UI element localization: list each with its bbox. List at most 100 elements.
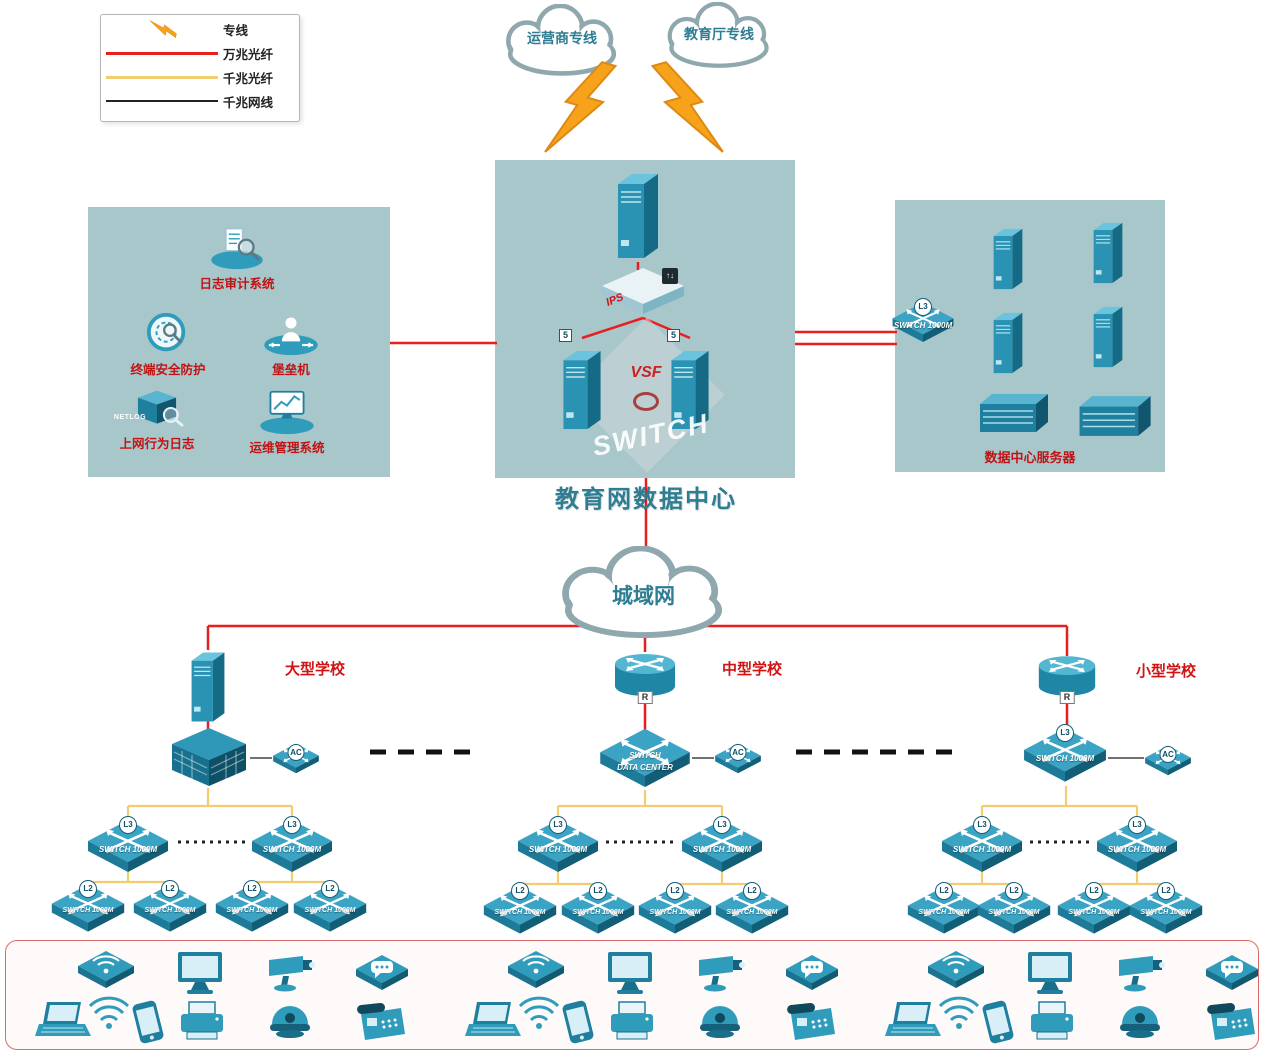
firewall-icon (168, 726, 250, 790)
school-small-label: 小型学校 (1136, 663, 1197, 680)
l3-switch[interactable]: L3 SWITCH 1000M (86, 816, 170, 876)
wireless-ap-icon[interactable] (507, 950, 565, 992)
ip-camera-icon[interactable] (693, 952, 749, 994)
ac-badge: AC (287, 744, 305, 761)
dome-camera-icon[interactable] (697, 1000, 743, 1040)
laptop-icon[interactable] (35, 1000, 91, 1042)
medium-school-ac-controller[interactable]: AC (714, 740, 762, 778)
large-school-ac-controller[interactable]: AC (272, 740, 320, 778)
legend-item: 专线 (101, 17, 299, 41)
ip-camera-icon[interactable] (263, 952, 319, 994)
l3-switch[interactable]: L3 SWITCH 1000M (516, 816, 600, 876)
desktop-pc-icon[interactable] (605, 950, 655, 996)
datacenter-core-switch[interactable]: L3 SWITCH 1000M (891, 298, 955, 346)
carrier-line-cloud[interactable]: 运营商专线 (486, 4, 638, 78)
medium-school-core-switch[interactable]: SWITCH DATA CENTER (598, 726, 692, 792)
l3-switch[interactable]: L3 SWITCH 1000M (940, 816, 1024, 876)
legend-label: 万兆光纤 (223, 47, 274, 62)
legend-label: 千兆光纤 (223, 71, 274, 86)
datacenter-title: 教育网数据中心 (555, 487, 737, 513)
voip-phone-icon[interactable] (355, 1002, 407, 1042)
l2-switch[interactable]: L2 SWITCH 1000M (976, 882, 1052, 938)
switch-badge: L2 (1085, 882, 1103, 900)
smartphone-icon[interactable] (976, 997, 1020, 1048)
desktop-pc-icon[interactable] (1025, 950, 1075, 996)
l2-switch[interactable]: L2 SWITCH 1000M (1056, 882, 1132, 938)
ips-appliance[interactable]: IPS ↑↓ (600, 266, 686, 318)
l2-switch[interactable]: L2 SWITCH 1000M (637, 882, 713, 938)
printer-icon[interactable] (607, 1000, 657, 1042)
l2-switch[interactable]: L2 SWITCH 1000M (1128, 882, 1204, 938)
l2-switch[interactable]: L2 SWITCH 1000M (906, 882, 982, 938)
switch-label: SWITCH 1000M (1035, 753, 1095, 763)
border-gateway-server[interactable] (610, 170, 666, 262)
router-badge: R (637, 691, 653, 704)
security-system-item[interactable]: 日志审计系统 (182, 225, 292, 292)
l2-switch[interactable]: L2 SWITCH 1000M (714, 882, 790, 938)
legend-line-sample (106, 51, 218, 55)
laptop-icon[interactable] (885, 1000, 941, 1042)
core-switch-stack-member[interactable]: 5 (664, 329, 716, 446)
laptop-icon[interactable] (465, 1000, 521, 1042)
education-line-cloud[interactable]: 教育厅专线 (643, 2, 795, 70)
l2-switch[interactable]: L2 SWITCH 1000M (50, 880, 126, 936)
switch-label: SWITCH 1000M (1068, 908, 1120, 916)
legend-sample-zone (101, 100, 223, 102)
legend-item: 万兆光纤 (101, 41, 299, 65)
switch-label: SWITCH 1000M (98, 844, 158, 854)
1g-fiber-links (86, 786, 1168, 892)
medium-school-router[interactable]: R (612, 650, 678, 704)
legend-sample-zone (101, 14, 223, 44)
printer-icon[interactable] (177, 1000, 227, 1042)
l2-switch[interactable]: L2 SWITCH 1000M (292, 880, 368, 936)
switch-badge: L2 (935, 882, 953, 900)
l3-switch[interactable]: L3 SWITCH 1000M (1095, 816, 1179, 876)
wireless-ap-icon[interactable] (77, 950, 135, 992)
smartphone-icon[interactable] (126, 997, 170, 1048)
im-terminal-icon[interactable] (1205, 954, 1259, 994)
updown-arrows-icon: ↑↓ (662, 268, 678, 284)
ip-camera-icon[interactable] (1113, 952, 1169, 994)
l2-switch[interactable]: L2 SWITCH 1000M (482, 882, 558, 938)
switch-label: SWITCH 1000M (649, 908, 701, 916)
voip-phone-icon[interactable] (1205, 1002, 1257, 1042)
voip-phone-icon[interactable] (785, 1002, 837, 1042)
server-tower-icon (610, 170, 666, 262)
switch-label: SWITCH 1000M (1107, 844, 1167, 854)
wifi-signal-icon[interactable] (87, 996, 131, 1032)
im-terminal-icon[interactable] (355, 954, 409, 994)
small-school-router[interactable]: R (1036, 652, 1098, 704)
im-terminal-icon[interactable] (785, 954, 839, 994)
wifi-signal-icon[interactable] (937, 996, 981, 1032)
switch-badge: L3 (283, 816, 301, 834)
l2-switch[interactable]: L2 SWITCH 1000M (560, 882, 636, 938)
core-switch-stack-member[interactable]: 5 (556, 329, 608, 446)
security-system-item[interactable]: 运维管理系统 (232, 389, 342, 456)
small-school-core-switch[interactable]: L3 SWITCH 1000M (1022, 724, 1108, 786)
dome-camera-icon[interactable] (1117, 1000, 1163, 1040)
l3-switch[interactable]: L3 SWITCH 1000M (680, 816, 764, 876)
switch-label: DATA CENTER (617, 762, 673, 772)
small-school-ac-controller[interactable]: AC (1144, 742, 1192, 780)
cloud-label: 教育厅专线 (684, 26, 754, 42)
large-school-firewall[interactable] (168, 726, 250, 790)
large-school-edge-server[interactable] (185, 648, 231, 726)
wifi-signal-icon[interactable] (517, 996, 561, 1032)
printer-icon[interactable] (1027, 1000, 1077, 1042)
security-system-item[interactable]: 堡垒机 (236, 311, 346, 378)
dome-camera-icon[interactable] (267, 1000, 313, 1040)
l2-switch[interactable]: L2 SWITCH 1000M (132, 880, 208, 936)
l3-switch[interactable]: L3 SWITCH 1000M (250, 816, 334, 876)
device-label: 终端安全防护 (130, 363, 206, 377)
cloud-label: 城域网 (612, 584, 675, 608)
desktop-pc-icon[interactable] (175, 950, 225, 996)
security-system-item[interactable]: 终端安全防护 (113, 311, 223, 378)
smartphone-icon[interactable] (556, 997, 600, 1048)
switch-badge: L3 (973, 816, 991, 834)
endpoint-group-small-school (875, 944, 1265, 1044)
vsf-label: VSF (630, 364, 662, 381)
l2-switch[interactable]: L2 SWITCH 1000M (214, 880, 290, 936)
metro-network-cloud[interactable]: 城域网 (536, 546, 751, 641)
wireless-ap-icon[interactable] (927, 950, 985, 992)
switch-badge: L3 (1056, 724, 1074, 742)
